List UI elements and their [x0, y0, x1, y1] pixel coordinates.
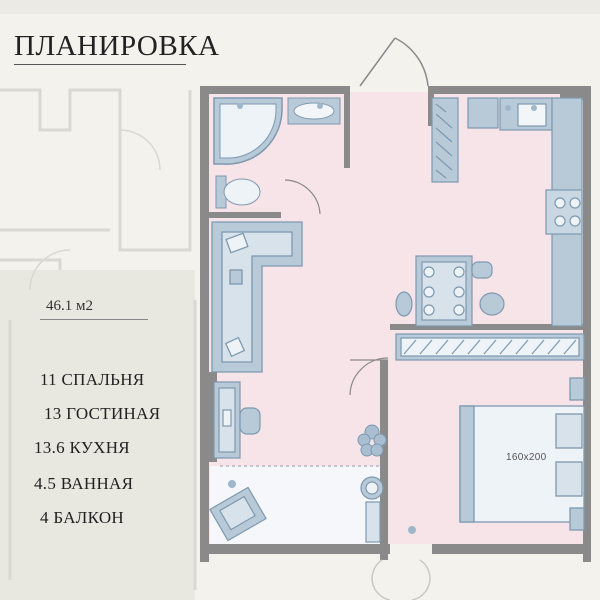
page-title: ПЛАНИРОВКА: [14, 30, 220, 62]
bathroom-sink: [287, 97, 341, 125]
bathroom-door: [284, 179, 321, 215]
room-name: ГОСТИНАЯ: [66, 404, 161, 423]
room-area-bathroom: 4.5 ВАННАЯ: [34, 474, 133, 494]
room-area-bedroom: 11 СПАЛЬНЯ: [40, 370, 144, 390]
room-area-value: 4.5: [34, 474, 57, 493]
toilet: [215, 175, 261, 209]
area-underline: [40, 319, 148, 320]
room-area-balcony: 4 БАЛКОН: [40, 508, 124, 528]
bedroom-wardrobe: [395, 333, 585, 361]
room-name: ВАННАЯ: [60, 474, 134, 493]
room-area-living: 13 ГОСТИНАЯ: [44, 404, 160, 424]
bedroom-door: [349, 357, 389, 396]
total-area: 46.1 м2: [46, 298, 93, 314]
balcony-door: [371, 559, 431, 600]
room-area-value: 4: [40, 508, 49, 527]
room-area-kitchen: 13.6 КУХНЯ: [34, 438, 130, 458]
room-area-value: 13: [44, 404, 62, 423]
room-name: СПАЛЬНЯ: [61, 370, 145, 389]
double-bed: [459, 377, 585, 531]
window-markers-icon: [228, 103, 537, 534]
walls: [200, 86, 591, 562]
work-desk: [213, 381, 261, 459]
plant-icon: [357, 424, 387, 457]
room-name: КУХНЯ: [69, 438, 130, 457]
shower-cabin: [213, 97, 283, 165]
balcony-furniture: [209, 465, 384, 543]
room-area-value: 11: [40, 370, 57, 389]
bed-size-label: 160x200: [506, 452, 547, 463]
entrance-door: [359, 37, 429, 87]
dining-table: [395, 255, 505, 327]
room-area-value: 13.6: [34, 438, 65, 457]
corner-sofa: [211, 221, 303, 373]
title-underline: [14, 64, 186, 65]
room-name: БАЛКОН: [53, 508, 124, 527]
kitchen-unit: [431, 97, 583, 327]
